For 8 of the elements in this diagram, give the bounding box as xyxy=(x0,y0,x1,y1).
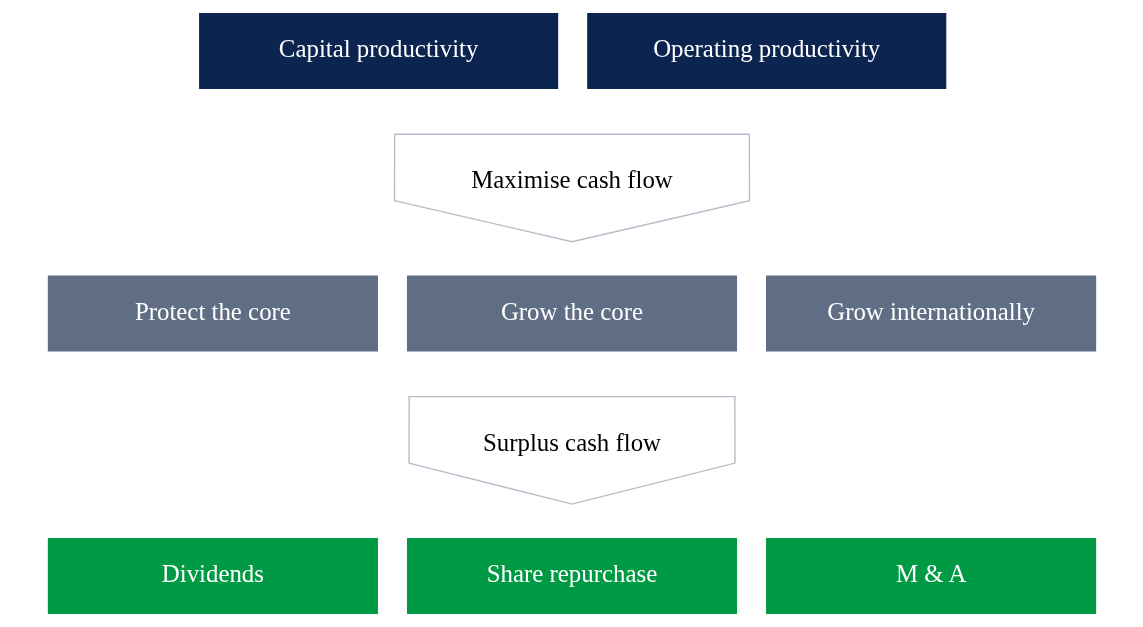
node-box: Share repurchase xyxy=(406,537,737,614)
node-box: Operating productivity xyxy=(586,13,946,90)
node-box: Capital productivity xyxy=(198,13,558,90)
node-box: Grow internationally xyxy=(765,275,1096,352)
node-box: M & A xyxy=(765,537,1096,614)
node-box: Protect the core xyxy=(47,275,378,352)
node-box: Grow the core xyxy=(406,275,737,352)
node-box: Dividends xyxy=(47,537,378,614)
